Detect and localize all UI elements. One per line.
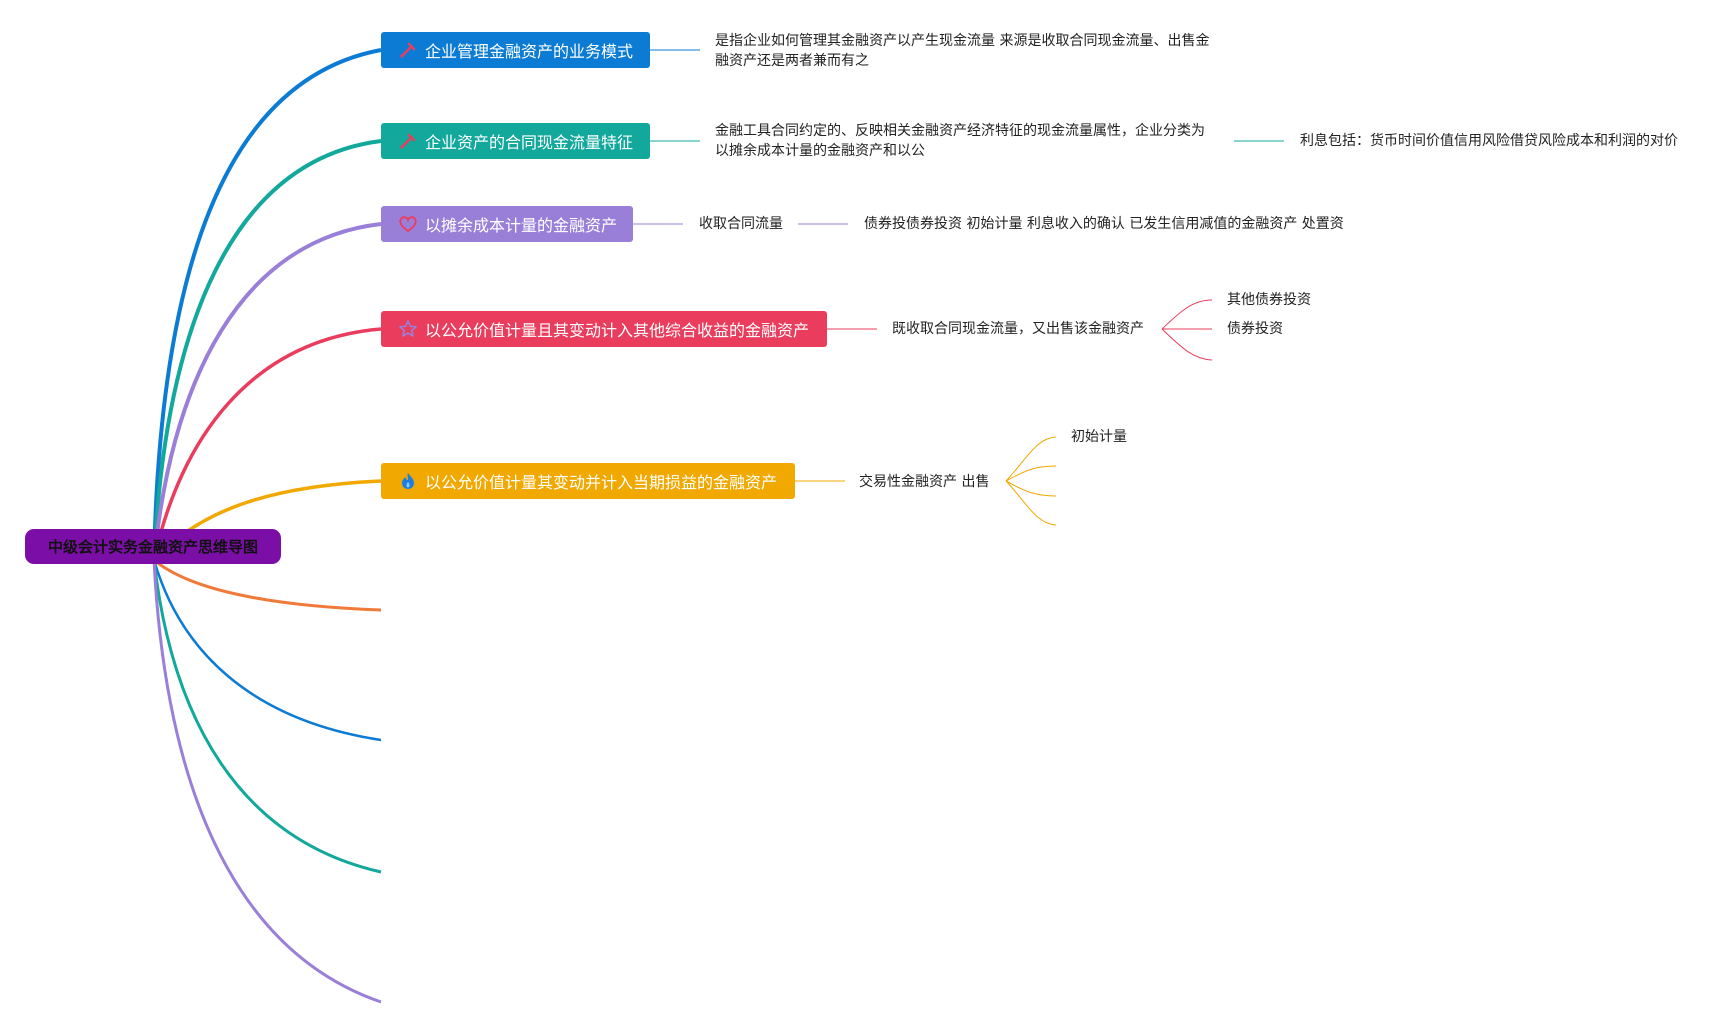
- root-label: 中级会计实务金融资产思维导图: [47, 538, 258, 556]
- branch-2-child-1: 债券投债券投资 初始计量 利息收入的确认 已发生信用减值的金融资产 处置资: [864, 216, 1344, 232]
- branch-amortized-cost[interactable]: 以摊余成本计量的金融资产: [381, 206, 633, 242]
- heart-icon: [397, 213, 419, 235]
- branch-label: 企业管理金融资产的业务模式: [425, 42, 634, 61]
- branch-fvoci[interactable]: 以公允价值计量且其变动计入其他综合收益的金融资产: [381, 311, 827, 347]
- branch-label: 以公允价值计量其变动并计入当期损益的金融资产: [425, 473, 778, 492]
- tools-icon: [397, 130, 419, 152]
- link-b4-fan: [1005, 436, 1057, 526]
- branch-fvtpl[interactable]: 以公允价值计量其变动并计入当期损益的金融资产: [381, 463, 795, 499]
- branch-label: 企业资产的合同现金流量特征: [425, 133, 634, 152]
- link-b3-fan: [1161, 299, 1213, 361]
- branch-3-child-0: 既收取合同现金流量，又出售该金融资产: [892, 321, 1144, 337]
- branch-3-child-2: 债券投资: [1227, 321, 1283, 337]
- flame-icon: [397, 470, 419, 492]
- link-empty-2: [152, 559, 382, 874]
- branch-business-model[interactable]: 企业管理金融资产的业务模式: [381, 32, 650, 68]
- branch-label: 以摊余成本计量的金融资产: [424, 216, 617, 235]
- branch-label: 以公允价值计量且其变动计入其他综合收益的金融资产: [425, 321, 810, 340]
- link-branch-0: [152, 48, 382, 561]
- star-icon: [397, 318, 419, 340]
- branch-3-child-1: 其他债券投资: [1227, 292, 1311, 308]
- link-branch-2: [152, 222, 382, 561]
- branch-1-child-1: 利息包括：货币时间价值信用风险借贷风险成本和利润的对价: [1300, 133, 1678, 149]
- tools-icon: [397, 39, 419, 61]
- branch-0-child-0: 是指企业如何管理其金融资产以产生现金流量 来源是收取合同现金流量、出售金融资产还…: [715, 33, 1210, 69]
- branch-4-child-0: 交易性金融资产 出售: [859, 474, 990, 490]
- link-branch-1: [152, 139, 382, 561]
- branch-2-child-0: 收取合同流量: [699, 216, 783, 232]
- branch-1-child-0: 金融工具合同约定的、反映相关金融资产经济特征的现金流量属性，企业分类为以摊余成本…: [715, 123, 1205, 159]
- branch-4-child-1: 初始计量: [1071, 429, 1127, 445]
- link-empty-3: [152, 559, 382, 1004]
- link-empty-0: [153, 558, 382, 612]
- link-branch-3: [152, 327, 382, 561]
- link-empty-1: [152, 559, 382, 742]
- root-node[interactable]: 中级会计实务金融资产思维导图: [25, 529, 281, 564]
- branch-cashflow-features[interactable]: 企业资产的合同现金流量特征: [381, 123, 650, 159]
